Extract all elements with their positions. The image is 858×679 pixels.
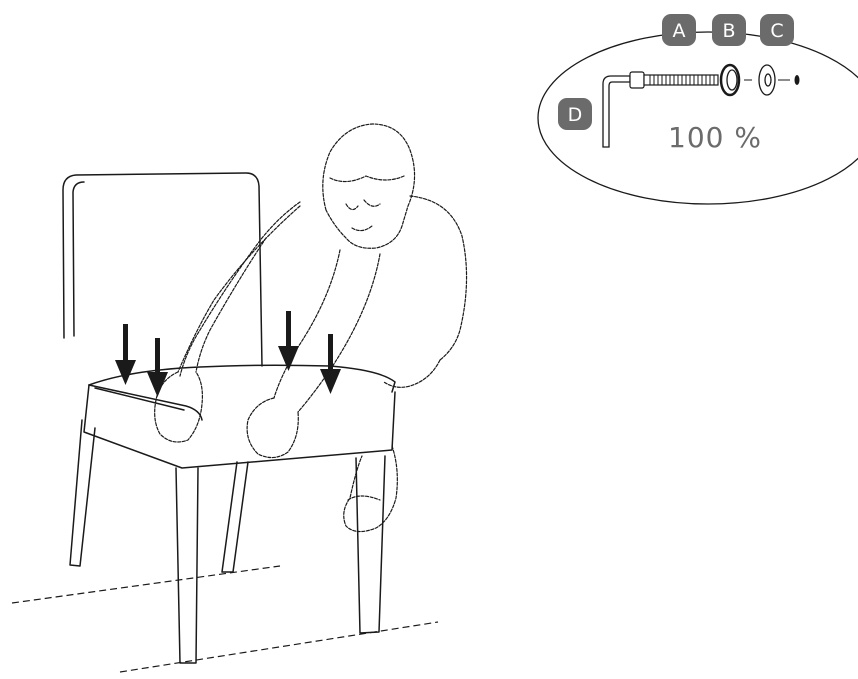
chair-seat-top: [89, 365, 395, 392]
chair-back-leg-left: [70, 420, 95, 566]
person-torso: [180, 196, 467, 376]
bolt-icon: [630, 72, 718, 88]
floor-line-back: [12, 566, 280, 603]
person-figure: [155, 124, 467, 532]
person-hair: [330, 176, 404, 182]
arrow-down-3: [278, 311, 299, 371]
label-b: B: [722, 20, 735, 42]
arrow-down-1: [115, 324, 136, 385]
label-a: A: [673, 20, 686, 42]
person-hand-right: [247, 398, 298, 458]
chair-backrest-seam: [73, 182, 84, 336]
quantity-text: 100 %: [668, 121, 762, 154]
badge-d: D: [558, 98, 592, 130]
chair-backrest: [63, 173, 262, 366]
person-head: [323, 124, 415, 248]
person-face: [346, 200, 380, 231]
press-arrows: [115, 311, 341, 397]
person-leg: [344, 360, 440, 532]
chair-back-leg-right: [222, 462, 248, 572]
arrow-down-2: [147, 338, 168, 397]
chair-front-leg-left: [176, 468, 198, 663]
badge-a: A: [662, 14, 696, 46]
arrow-down-4: [320, 334, 341, 394]
label-c: C: [770, 20, 783, 42]
floor-lines: [12, 566, 438, 672]
person-knee: [348, 496, 380, 500]
hole-icon: [795, 75, 800, 85]
chair-front-leg-right: [356, 456, 385, 633]
hardware-callout: A B C D 100 %: [538, 14, 858, 204]
badge-b: B: [712, 14, 746, 46]
label-d: D: [568, 104, 583, 126]
chair-seat-piping: [95, 388, 184, 410]
badge-c: C: [760, 14, 794, 46]
floor-line-front: [120, 622, 438, 672]
